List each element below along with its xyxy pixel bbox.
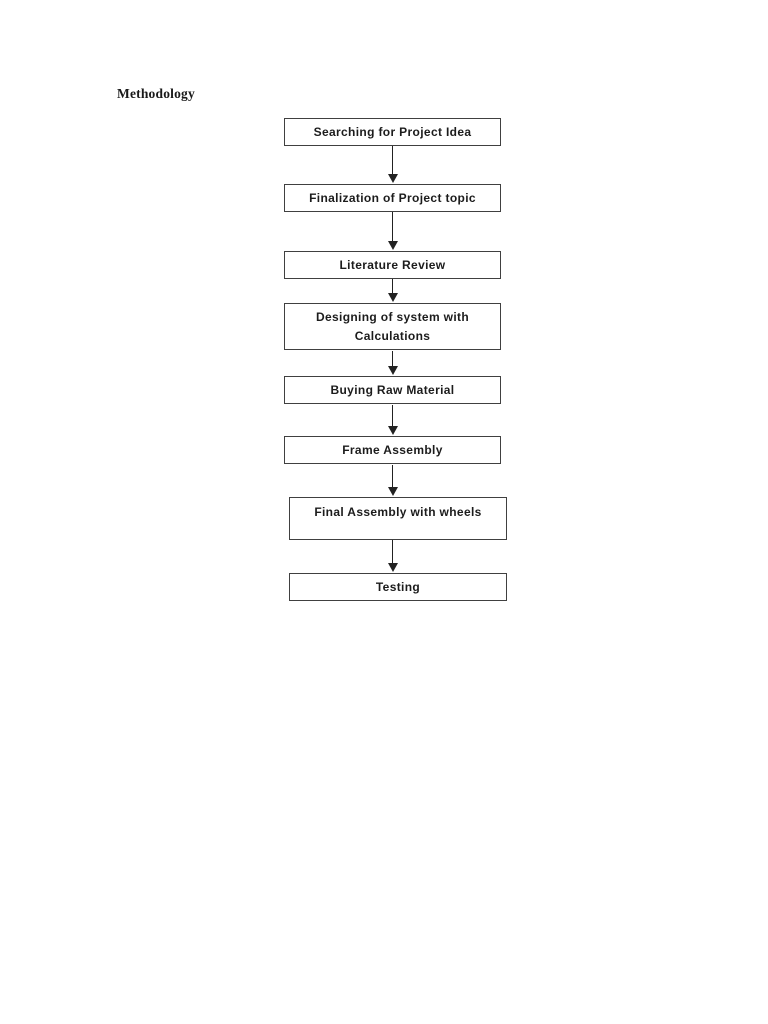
node-label: Final Assembly with wheels xyxy=(314,505,482,519)
node-label: Frame Assembly xyxy=(342,442,443,457)
node-label: Finalization of Project topic xyxy=(309,190,476,205)
flowchart-node-frame-assembly: Frame Assembly xyxy=(284,436,501,464)
flowchart-node-finalization-of-project-topic: Finalization of Project topic xyxy=(284,184,501,212)
flowchart-node-designing-of-system-with-calculations: Designing of system with Calculations xyxy=(284,303,501,350)
flow-arrow-down-icon xyxy=(388,146,398,183)
node-label: Buying Raw Material xyxy=(330,382,455,397)
flow-arrow-down-icon xyxy=(388,465,398,496)
flow-arrow-down-icon xyxy=(388,351,398,375)
node-label: Designing of system with Calculations xyxy=(315,309,470,343)
flowchart-node-searching-for-project-idea: Searching for Project Idea xyxy=(284,118,501,146)
flowchart-node-literature-review: Literature Review xyxy=(284,251,501,279)
node-label: Testing xyxy=(375,579,421,594)
flow-arrow-down-icon xyxy=(388,212,398,250)
flowchart-node-testing: Testing xyxy=(289,573,507,601)
flowchart-node-final-assembly-with-wheels: Final Assembly with wheels xyxy=(289,497,507,540)
node-label: Literature Review xyxy=(339,257,446,272)
flowchart-node-buying-raw-material: Buying Raw Material xyxy=(284,376,501,404)
flow-arrow-down-icon xyxy=(388,405,398,435)
flow-arrow-down-icon xyxy=(388,540,398,572)
node-label: Searching for Project Idea xyxy=(313,124,472,139)
flow-arrow-down-icon xyxy=(388,279,398,302)
page-title: Methodology xyxy=(117,86,195,101)
